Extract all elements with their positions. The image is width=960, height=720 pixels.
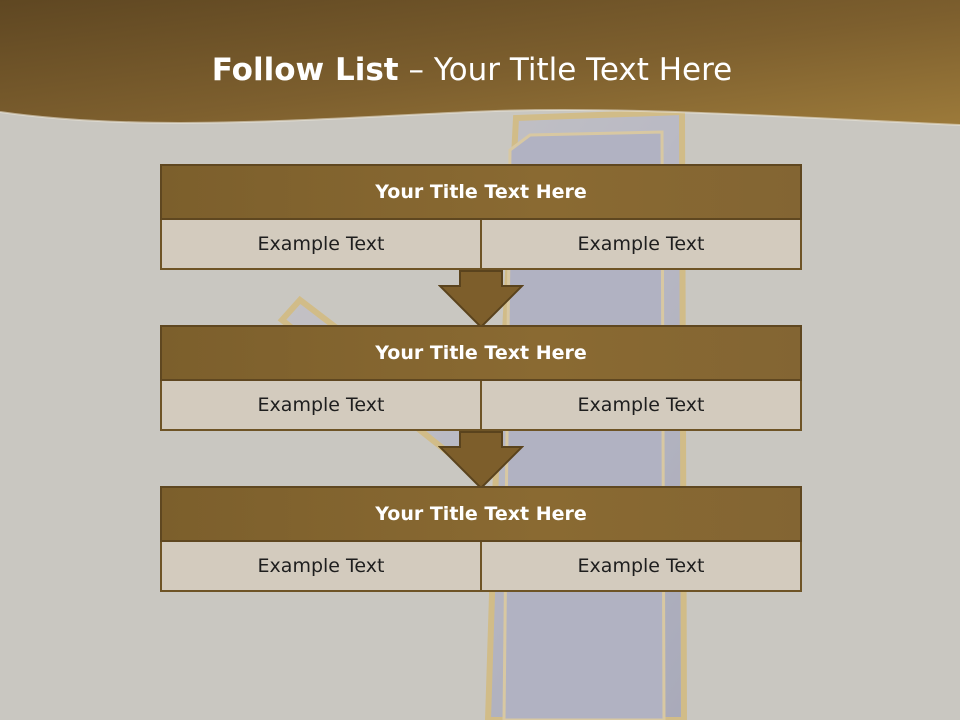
slide-title-bold: Follow List [211,52,399,88]
follow-block-2: Your Title Text Here Example Text Exampl… [160,325,802,431]
block-cell-right: Example Text [482,381,802,431]
block-cell-right: Example Text [482,220,802,270]
slide-title-rest: – Your Title Text Here [398,52,733,88]
follow-block-1: Your Title Text Here Example Text Exampl… [160,164,802,270]
block-cell-left: Example Text [160,381,482,431]
block-cell-left: Example Text [160,542,482,592]
follow-block-3: Your Title Text Here Example Text Exampl… [160,486,802,592]
down-arrow-icon [438,431,524,489]
block-cell-left: Example Text [160,220,482,270]
slide-title: Follow List – Your Title Text Here [0,52,944,88]
block-title: Your Title Text Here [160,325,802,381]
block-title: Your Title Text Here [160,164,802,220]
block-title: Your Title Text Here [160,486,802,542]
header-band [0,0,960,125]
down-arrow-icon [438,270,524,328]
block-cell-right: Example Text [482,542,802,592]
